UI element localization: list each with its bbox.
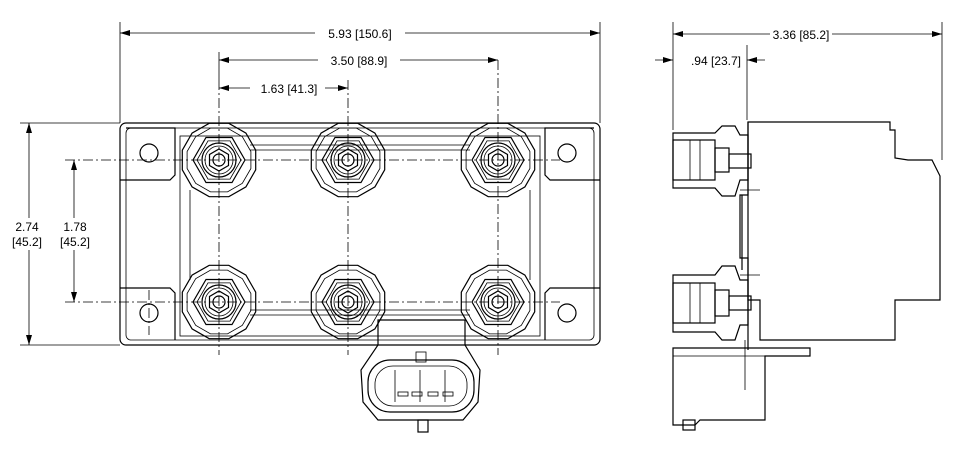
side-view: 3.36 [85.2] .94 [23.7] (655, 22, 943, 431)
tower-row-spacing-label-in: 1.78 (63, 220, 87, 234)
overall-height-label-mm: [45.2] (12, 235, 42, 249)
dimension-tower-row-spacing: 1.78 [45.2] (53, 160, 97, 302)
dimension-overall-height: 2.74 [45.2] (5, 122, 120, 346)
mounting-ear-bottom-left (120, 287, 176, 340)
dimension-overall-width: 5.93 [150.6] (119, 22, 601, 123)
tower-span-label: 3.50 [88.9] (331, 54, 388, 68)
dimension-tower-pitch: 1.63 [41.3] (219, 80, 348, 96)
overall-width-label: 5.93 [150.6] (328, 27, 391, 41)
front-view: 5.93 [150.6] 3.50 [88.9] 1.63 [41.3] 2.7… (5, 22, 601, 433)
mounting-ear-top-right (544, 127, 600, 181)
mounting-ear-bottom-right (544, 287, 600, 340)
dimension-tower-depth: .94 [23.7] (655, 45, 765, 120)
side-body-section (739, 121, 941, 341)
front-connector (360, 319, 481, 433)
tower-group (181, 122, 536, 340)
front-body-outline (119, 122, 601, 346)
tower-row-spacing-label-mm: [45.2] (60, 235, 90, 249)
tower-depth-label: .94 [23.7] (691, 54, 741, 68)
dimension-tower-span: 3.50 [88.9] (218, 52, 498, 80)
side-connector (672, 340, 811, 431)
overall-depth-label: 3.36 [85.2] (773, 28, 830, 42)
dimension-overall-depth: 3.36 [85.2] (672, 22, 943, 160)
mounting-ear-top-left (120, 127, 176, 181)
side-upper-tower (672, 125, 752, 197)
side-lower-tower (672, 265, 752, 341)
tower-pitch-label: 1.63 [41.3] (261, 82, 318, 96)
overall-height-label-in: 2.74 (15, 220, 39, 234)
